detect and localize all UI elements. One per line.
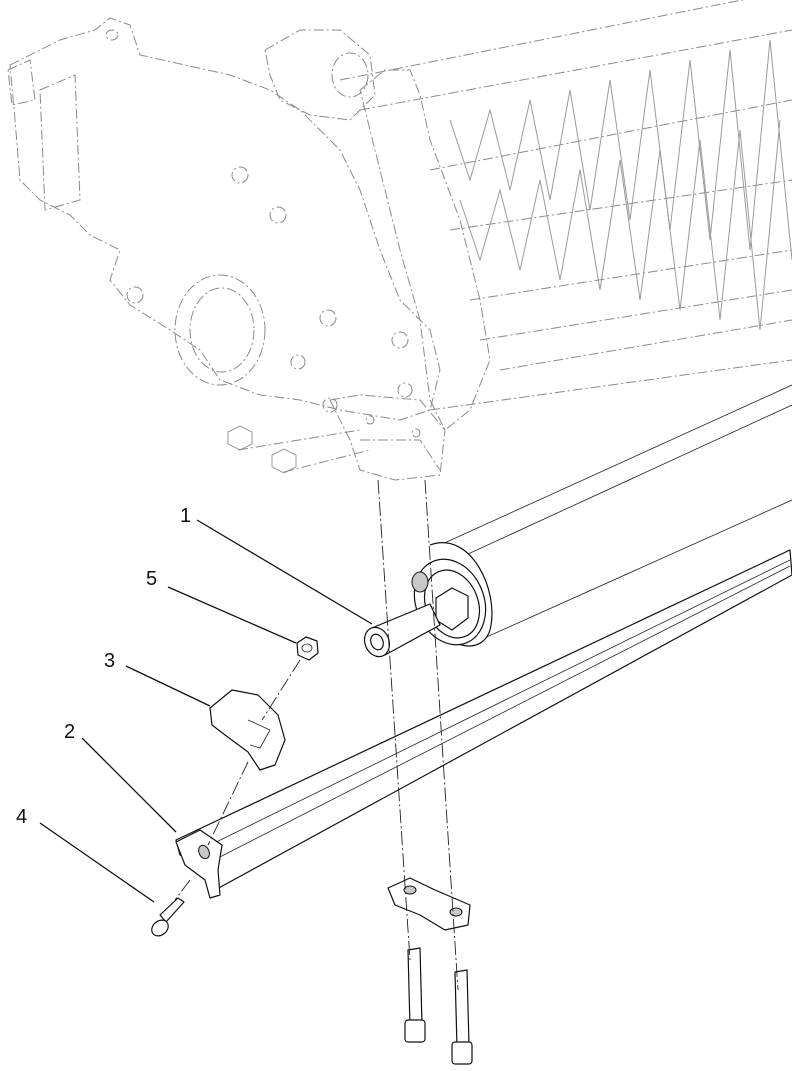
leader-3	[125, 665, 211, 707]
clip	[209, 689, 286, 771]
callout-3: 3	[104, 650, 115, 672]
lower-bracket	[387, 877, 473, 1065]
assembly-axes	[174, 479, 459, 991]
callout-1: 1	[180, 505, 191, 527]
leader-lines	[39, 519, 373, 903]
phantom-frame-assembly	[7, 0, 792, 481]
scraper-bar	[175, 549, 792, 899]
bolt	[151, 897, 185, 937]
callout-5: 5	[146, 568, 157, 590]
callout-4: 4	[16, 806, 27, 828]
leader-1	[196, 519, 373, 625]
roller-assembly	[363, 384, 792, 658]
callouts: 1 5 3 2 4	[16, 505, 191, 828]
leader-5	[167, 586, 297, 644]
leader-4	[39, 822, 155, 903]
leader-2	[81, 737, 177, 833]
nut	[296, 636, 319, 661]
callout-2: 2	[64, 721, 75, 743]
